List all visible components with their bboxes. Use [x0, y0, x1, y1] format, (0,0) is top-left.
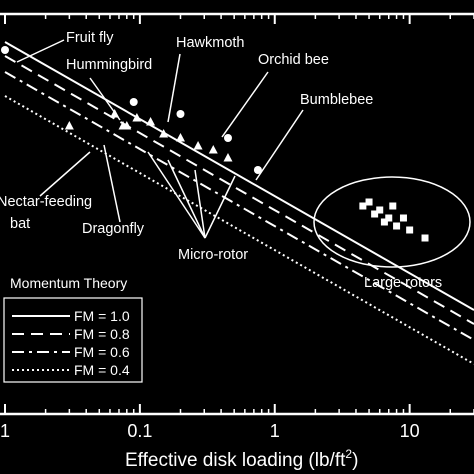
- triangle-point: [64, 121, 74, 130]
- fm-line-0: [4, 41, 474, 311]
- x-tick-label: 10: [400, 421, 420, 441]
- legend-label: FM = 0.8: [74, 326, 130, 342]
- annotation-label: Hummingbird: [66, 57, 152, 73]
- x-tick-label: 1: [0, 421, 10, 441]
- momentum-theory-lines: [4, 41, 474, 365]
- circle-point: [223, 134, 232, 142]
- x-axis-ticks: 1 0.1 1 10: [0, 14, 474, 441]
- square-point: [371, 210, 379, 218]
- leader-line: [147, 151, 206, 239]
- leader-line: [255, 109, 304, 181]
- fm-line-3: [4, 95, 474, 365]
- legend: Momentum Theory FM = 1.0 FM = 0.8 FM = 0.6…: [3, 275, 143, 383]
- annotation-label: Micro-rotor: [178, 247, 248, 263]
- circle-point: [129, 98, 138, 106]
- annotation-label: Orchid bee: [258, 52, 329, 68]
- leader-line: [204, 175, 236, 239]
- triangle-point: [159, 129, 169, 138]
- square-point: [385, 214, 393, 222]
- leader-line: [16, 39, 65, 63]
- triangle-point: [193, 141, 203, 150]
- annotation-label: bat: [10, 216, 30, 232]
- triangle-point: [208, 145, 218, 154]
- circle-point: [1, 46, 9, 54]
- triangle-point: [122, 121, 132, 130]
- triangle-point: [132, 113, 142, 122]
- fm-line-1: [4, 55, 474, 325]
- square-point: [389, 202, 397, 210]
- leader-line: [39, 151, 91, 197]
- x-tick-label: 0.1: [127, 421, 152, 441]
- leader-line: [167, 53, 181, 123]
- legend-title: Momentum Theory: [10, 275, 127, 291]
- legend-label: FM = 1.0: [74, 308, 130, 324]
- annotation-label: Large rotors: [364, 275, 442, 291]
- triangle-point: [175, 133, 185, 142]
- leader-line: [167, 159, 206, 239]
- circle-point: [176, 110, 185, 118]
- annotation-label: Nectar-feeding: [0, 194, 92, 210]
- legend-label: FM = 0.6: [74, 344, 130, 360]
- square-point: [393, 222, 401, 230]
- annotation-label: Bumblebee: [300, 92, 373, 108]
- fm-line-2: [4, 71, 474, 341]
- square-point: [399, 214, 407, 222]
- x-tick-label: 1: [270, 421, 280, 441]
- annotation-label: Dragonfly: [82, 221, 145, 237]
- annotation-label: Fruit fly: [66, 30, 114, 46]
- leader-line: [103, 144, 121, 223]
- square-point: [376, 206, 384, 214]
- plot-frame: [0, 12, 474, 416]
- triangle-point: [223, 153, 233, 162]
- triangle-point: [146, 117, 156, 126]
- data-points: [1, 46, 429, 242]
- circle-point: [253, 166, 262, 174]
- square-point: [365, 198, 373, 206]
- leader-line: [221, 71, 269, 138]
- large-rotors-ellipse: [313, 176, 471, 268]
- legend-box: [3, 297, 143, 383]
- x-axis-label: Effective disk loading (lb/ft2): [125, 447, 358, 471]
- leader-line: [194, 169, 206, 239]
- square-point: [421, 234, 429, 242]
- annotation-label: Hawkmoth: [176, 35, 245, 51]
- square-point: [380, 218, 388, 226]
- square-point: [359, 202, 367, 210]
- square-point: [406, 226, 414, 234]
- triangle-point: [110, 109, 120, 118]
- legend-label: FM = 0.4: [74, 362, 130, 378]
